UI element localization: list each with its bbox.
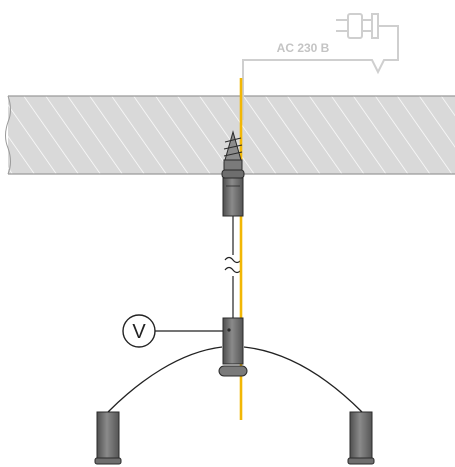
plug-icon bbox=[336, 13, 379, 39]
suspension-wire bbox=[224, 215, 242, 320]
ceiling bbox=[5, 95, 455, 175]
power-cable bbox=[242, 25, 399, 120]
screw-icon bbox=[223, 130, 243, 171]
voltage-label: AC 230 B bbox=[277, 41, 330, 55]
lamp-right bbox=[347, 411, 375, 465]
ceiling-anchor bbox=[221, 169, 245, 217]
lamp-left bbox=[94, 411, 122, 465]
middle-fitting bbox=[218, 317, 248, 377]
cable-break-icon bbox=[224, 256, 242, 274]
power-supply: AC 230 B bbox=[242, 13, 399, 120]
spreader-cables bbox=[107, 346, 363, 413]
callout-letter: V bbox=[132, 321, 146, 343]
callout-v: V bbox=[122, 314, 230, 348]
